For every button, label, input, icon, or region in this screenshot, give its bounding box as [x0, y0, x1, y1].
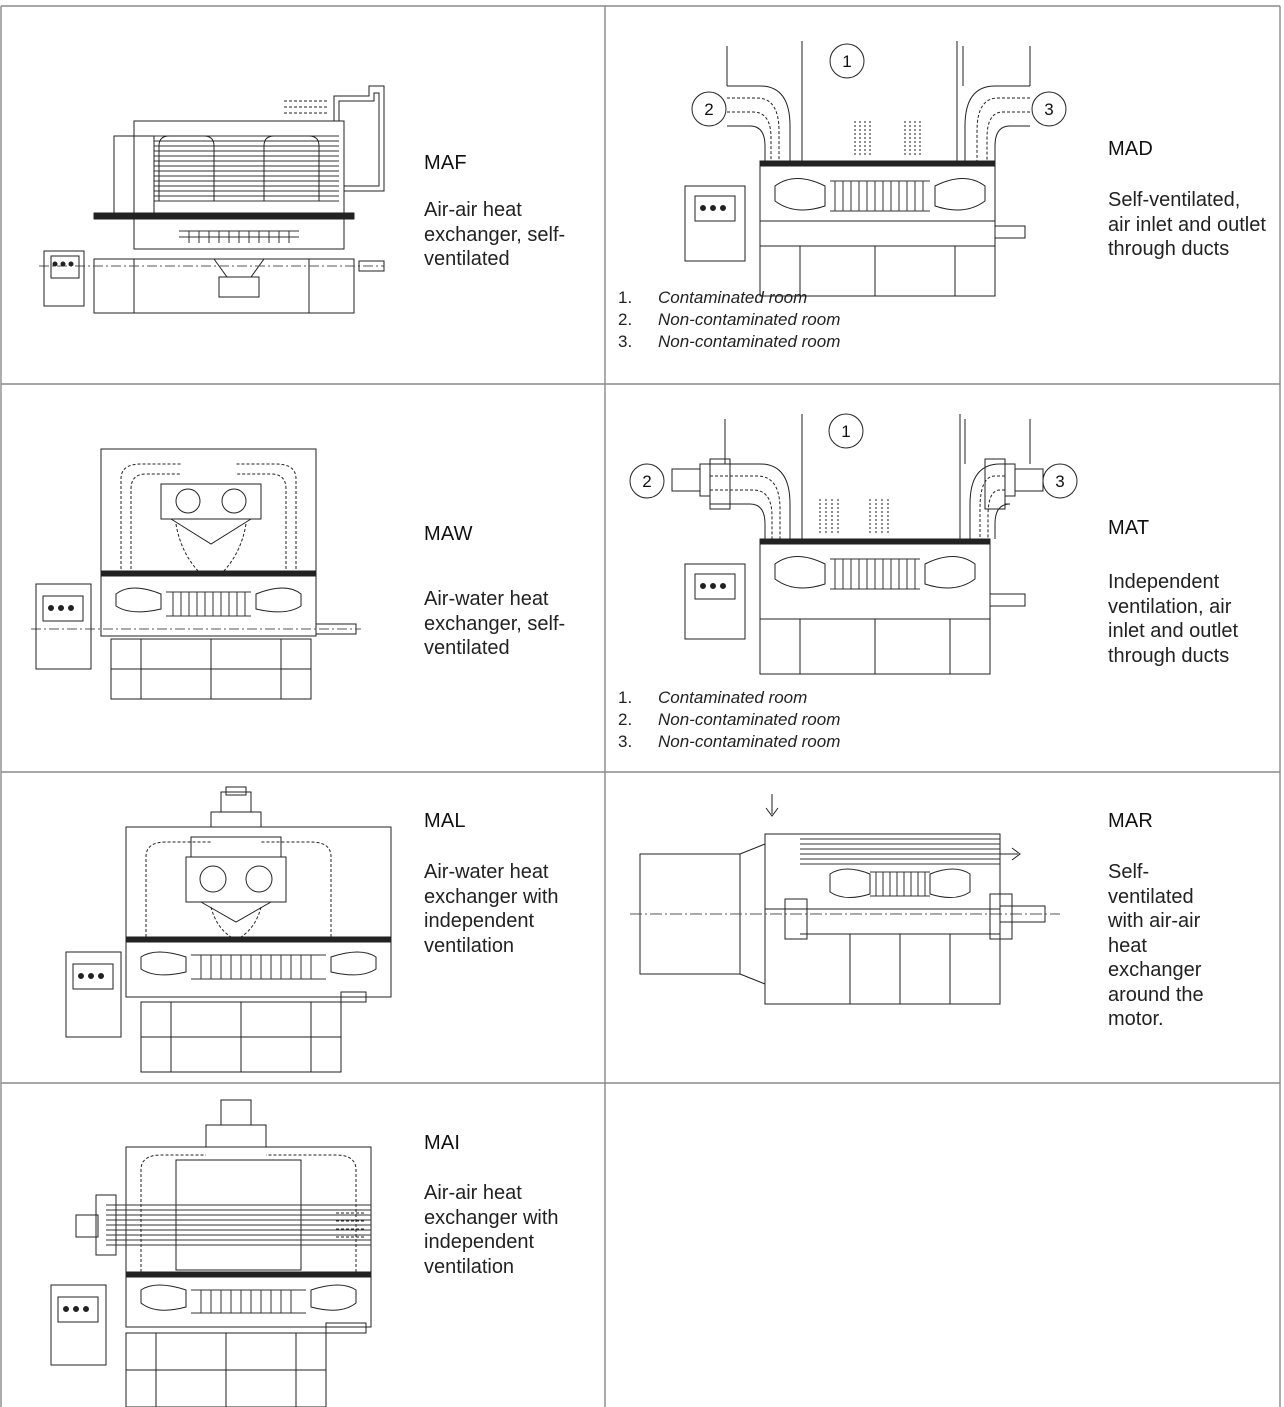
mat-description: Independent ventilation, air inlet and o… [1108, 571, 1239, 667]
mai-code: MAI [424, 1132, 461, 1154]
legend-item: 1.Contaminated room [618, 688, 808, 707]
legend-item: 3.Non-contaminated room [618, 732, 841, 751]
mal-code: MAL [424, 810, 466, 832]
mat-callout-3: 3 [1055, 472, 1064, 491]
mai-motor-drawing [46, 1095, 371, 1407]
mat-motor-drawing: 1 2 3 [620, 409, 1090, 674]
legend-item: 3.Non-contaminated room [618, 332, 841, 351]
maf-motor-drawing [39, 81, 384, 313]
mad-callout-3: 3 [1044, 100, 1053, 119]
cell-mal: MAL Air-water heat exchanger with indepe… [1, 772, 605, 1083]
cell-mar: MAR Self-ventilated with air-air heat ex… [605, 772, 1280, 1083]
mad-callout-2: 2 [704, 100, 713, 119]
mad-motor-drawing: 1 2 3 [665, 36, 1095, 296]
mal-description: Air-water heat exchanger with independen… [424, 861, 559, 957]
mat-callout-2: 2 [642, 472, 651, 491]
mar-code: MAR [1108, 810, 1154, 832]
legend-item: 2.Non-contaminated room [618, 710, 841, 729]
mad-description: Self-ventilated, air inlet and outlet th… [1108, 189, 1266, 260]
mad-callout-1: 1 [842, 52, 851, 71]
mad-code: MAD [1108, 138, 1154, 160]
legend-item: 2.Non-contaminated room [618, 310, 841, 329]
maf-code: MAF [424, 152, 467, 174]
mai-description: Air-air heat exchanger with independent … [424, 1182, 559, 1278]
maw-code: MAW [424, 523, 473, 545]
mar-motor-drawing [630, 784, 1060, 1014]
mar-description: Self-ventilated with air-air heat exchan… [1108, 861, 1204, 1030]
maf-description: Air-air heat exchanger, self-ventilated [424, 199, 566, 270]
mad-legend: 1.Contaminated room 2.Non-contaminated r… [618, 287, 840, 353]
mal-motor-drawing [61, 787, 366, 1072]
cell-mad: 1 2 3 1.Contaminated room 2.Non-contamin… [605, 6, 1280, 384]
cell-mai: MAI Air-air heat exchanger with independ… [1, 1083, 605, 1407]
cell-mat: 1 2 3 1.Contaminated room 2.Non-contamin… [605, 384, 1280, 772]
maw-motor-drawing [31, 444, 376, 699]
cell-maf: MAF Air-air heat exchanger, self-ventila… [1, 6, 605, 384]
legend-item: 1.Contaminated room [618, 288, 808, 307]
cell-maw: MAW Air-water heat exchanger, self-venti… [1, 384, 605, 772]
maw-description: Air-water heat exchanger, self-ventilate… [424, 588, 566, 659]
mat-code: MAT [1108, 517, 1150, 539]
mat-callout-1: 1 [841, 422, 850, 441]
mat-legend: 1.Contaminated room 2.Non-contaminated r… [618, 687, 840, 753]
